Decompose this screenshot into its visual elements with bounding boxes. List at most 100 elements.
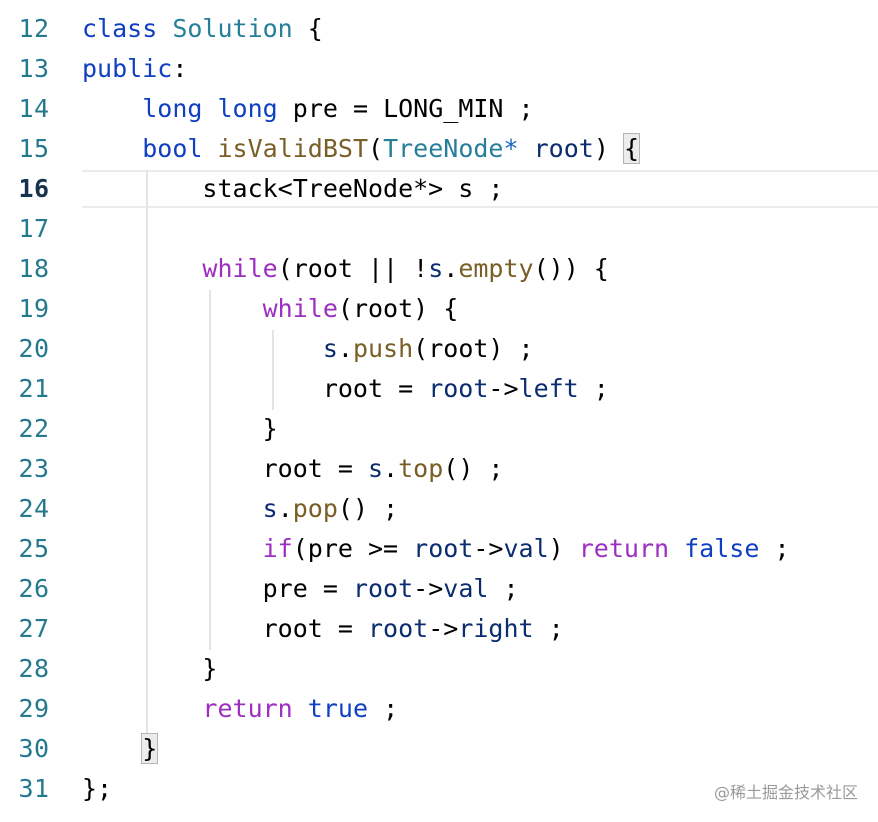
code-text[interactable]: stack<TreeNode*> s ; (82, 169, 503, 209)
code-token: * (503, 134, 519, 163)
code-token: while (202, 254, 278, 283)
code-token (82, 334, 323, 363)
code-line[interactable]: 19 while(root) { (0, 289, 878, 329)
code-token: s (428, 254, 444, 283)
code-line[interactable]: 22 } (0, 409, 878, 449)
code-token: ()) { (533, 254, 609, 283)
code-text[interactable]: pre = root->val ; (82, 569, 519, 609)
code-token: false (684, 534, 760, 563)
code-token: ; (488, 574, 519, 603)
code-line[interactable]: 18 while(root || !s.empty()) { (0, 249, 878, 289)
code-token: empty (458, 254, 534, 283)
code-line[interactable]: 16 stack<TreeNode*> s ; (0, 169, 878, 209)
code-token: () ; (443, 454, 504, 483)
code-line[interactable]: 27 root = root->right ; (0, 609, 878, 649)
code-line[interactable]: 23 root = s.top() ; (0, 449, 878, 489)
code-text[interactable]: root = root->left ; (82, 369, 609, 409)
line-number: 13 (18, 54, 50, 83)
line-number: 28 (18, 654, 50, 683)
line-number: 25 (18, 534, 50, 563)
code-token: root = (82, 374, 429, 403)
code-text[interactable]: s.push(root) ; (82, 329, 534, 369)
code-token: long (142, 94, 203, 123)
code-line[interactable]: 26 pre = root->val ; (0, 569, 878, 609)
indent-guide-while-outer (209, 290, 211, 650)
code-text[interactable]: class Solution { (82, 9, 323, 49)
code-token: s (262, 494, 278, 523)
code-token: val (443, 574, 489, 603)
code-line[interactable]: 21 root = root->left ; (0, 369, 878, 409)
code-token (82, 534, 263, 563)
code-text[interactable]: root = s.top() ; (82, 449, 504, 489)
indent-guide-while-inner (272, 330, 274, 410)
code-token: return (202, 694, 293, 723)
line-number: 23 (18, 454, 50, 483)
code-line[interactable]: 20 s.push(root) ; (0, 329, 878, 369)
code-text[interactable]: root = root->right ; (82, 609, 564, 649)
code-line[interactable]: 30 } (0, 729, 878, 769)
code-line[interactable]: 12 class Solution { (0, 9, 878, 49)
bracket-match: { (622, 133, 641, 164)
code-token: while (262, 294, 338, 323)
code-text[interactable]: while(root) { (82, 289, 459, 329)
code-text[interactable]: public: (82, 49, 187, 89)
code-token: s (367, 454, 384, 483)
code-token: -> (488, 374, 519, 403)
line-number: 12 (18, 14, 50, 43)
code-line[interactable]: 28 } (0, 649, 878, 689)
code-line[interactable]: 25 if(pre >= root->val) return false ; (0, 529, 878, 569)
code-line[interactable]: 29 return true ; (0, 689, 878, 729)
bracket-match: } (141, 733, 159, 764)
line-number: 30 (18, 734, 50, 763)
line-number: 21 (18, 374, 50, 403)
code-text[interactable]: return true ; (82, 689, 398, 729)
code-line[interactable]: 14 long long pre = LONG_MIN ; (0, 89, 878, 129)
line-number: 16 (18, 174, 50, 203)
line-number: 27 (18, 614, 50, 643)
code-token: (pre >= (292, 534, 414, 563)
code-token (202, 134, 217, 163)
code-text[interactable]: s.pop() ; (82, 489, 399, 529)
code-text[interactable]: } (82, 409, 278, 449)
code-token: val (503, 534, 549, 563)
code-token: ; (578, 374, 609, 403)
code-text[interactable]: while(root || !s.empty()) { (82, 249, 609, 289)
code-text[interactable]: if(pre >= root->val) return false ; (82, 529, 790, 569)
code-line[interactable]: 31}; (0, 769, 878, 809)
code-token: -> (473, 534, 504, 563)
line-number: 17 (18, 214, 50, 243)
code-token: s (322, 334, 338, 363)
code-text[interactable]: } (82, 649, 217, 689)
code-token: ; (759, 534, 790, 563)
line-number: 26 (18, 574, 50, 603)
code-token: Solution (172, 14, 293, 43)
code-text[interactable]: }; (82, 769, 112, 809)
current-line-highlight (82, 170, 878, 208)
code-token: root (352, 574, 414, 603)
code-token: push (352, 334, 414, 363)
code-line[interactable]: 15 bool isValidBST(TreeNode* root) { (0, 129, 878, 169)
code-token: () ; (337, 494, 399, 523)
code-token: return (578, 534, 670, 563)
code-token: ; (368, 694, 399, 723)
code-token: top (398, 454, 444, 483)
code-token: TreeNode (383, 134, 504, 163)
code-token: pre = (82, 574, 353, 603)
code-token: true (307, 694, 369, 723)
code-line[interactable]: 24 s.pop() ; (0, 489, 878, 529)
code-token: ; (533, 614, 564, 643)
watermark: @稀土掘金技术社区 (713, 783, 858, 802)
code-text[interactable]: } (82, 729, 159, 769)
code-text[interactable]: bool isValidBST(TreeNode* root) { (82, 129, 641, 169)
indent-guide-method-body (146, 170, 148, 750)
code-text[interactable]: long long pre = LONG_MIN ; (82, 89, 533, 129)
code-token: root = (82, 614, 368, 643)
code-token: right (458, 614, 534, 643)
code-token (202, 94, 217, 123)
code-line[interactable]: 13 public: (0, 49, 878, 89)
code-token: root = (82, 454, 368, 483)
code-token: root (367, 614, 429, 643)
code-line[interactable]: 17 (0, 209, 878, 249)
code-token (519, 134, 534, 163)
